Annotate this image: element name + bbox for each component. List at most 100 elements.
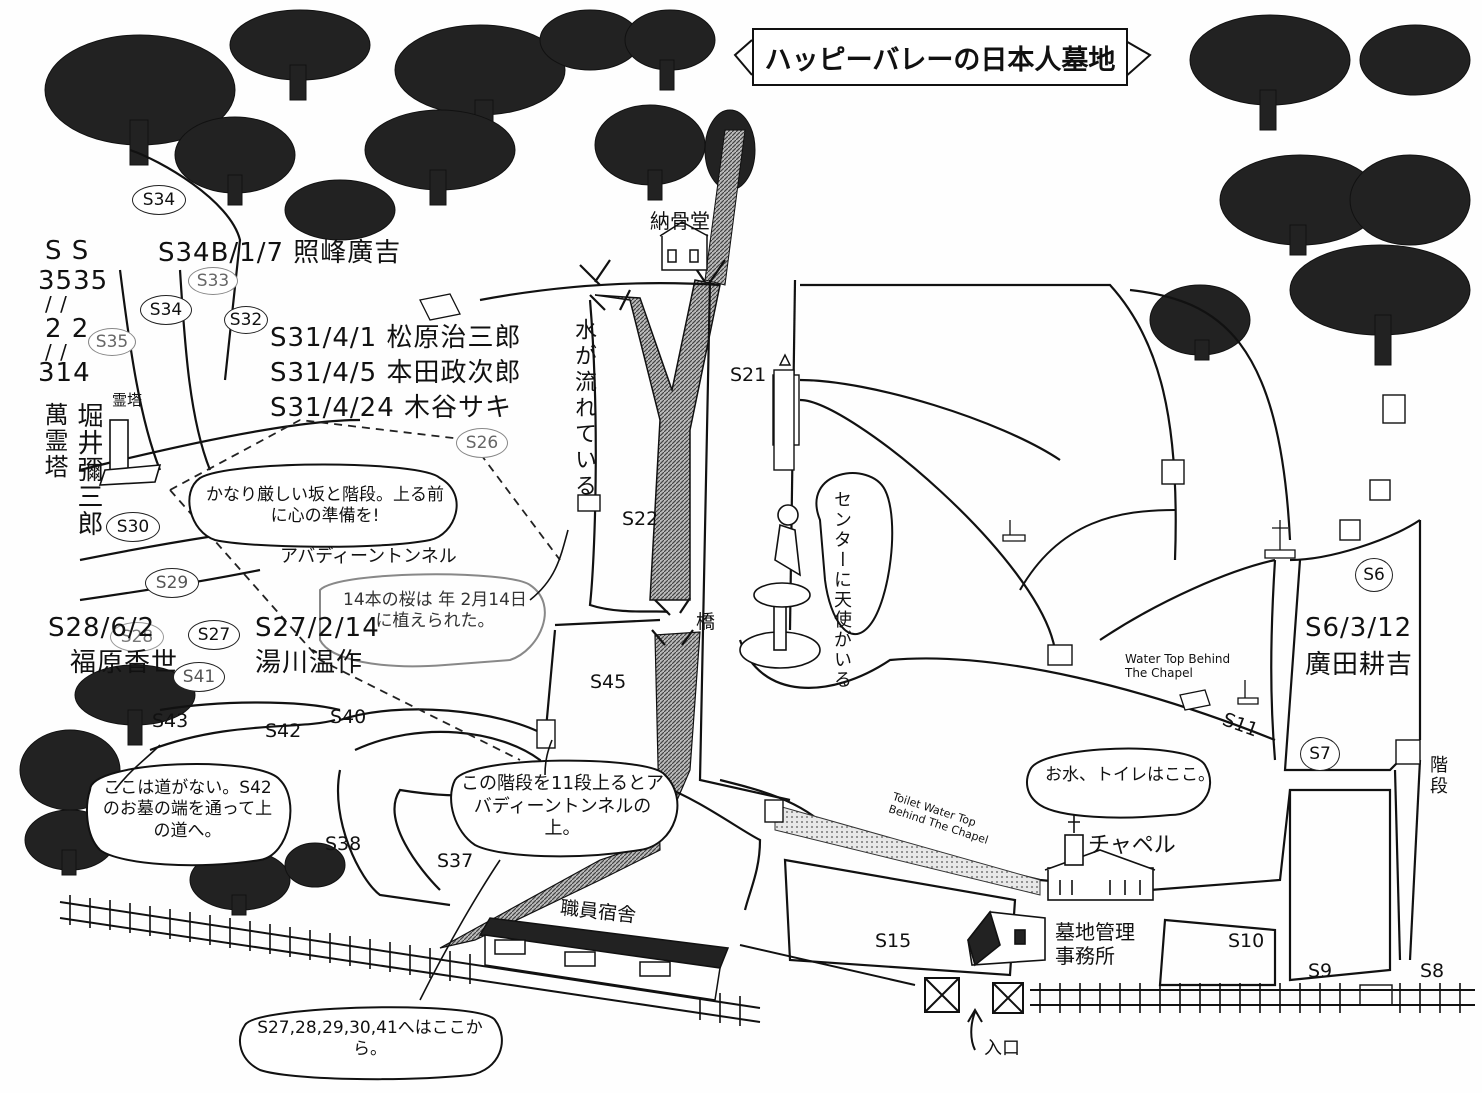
tree-icon <box>624 9 716 91</box>
bubble-sakura <box>319 573 546 668</box>
s27-date: S27/2/14 <box>255 613 380 643</box>
tree-icon <box>1349 154 1471 246</box>
entrance-label: 入口 <box>984 1038 1020 1059</box>
chapel-label: チャペル <box>1088 833 1176 858</box>
section-s37: S37 <box>437 850 474 872</box>
section-s43: S43 <box>152 710 189 732</box>
bubble-stairs11 <box>450 759 679 858</box>
section-s34: S34 <box>140 295 192 325</box>
section-s10: S10 <box>1228 930 1265 952</box>
hill-curve <box>1019 509 1176 591</box>
office-label-line1: 墓地管理 <box>1055 920 1135 944</box>
section-s40: S40 <box>330 706 367 728</box>
no-road-note: ここは道がない。S42のお墓の端を通って上の道へ。 <box>102 778 273 841</box>
pointer-arrows <box>114 529 569 1001</box>
bubble-steep <box>188 463 458 548</box>
roads <box>79 148 1422 987</box>
bridge-label: 橋 <box>696 611 716 633</box>
s6-name: 廣田耕吉 <box>1305 650 1414 680</box>
fence <box>59 901 1475 1023</box>
s28-date: S28/6/2 <box>48 613 156 643</box>
tree-icon <box>364 109 516 206</box>
section-s29: S29 <box>145 568 199 598</box>
s35-number: 3535 <box>38 266 109 296</box>
section-s35: S35 <box>88 328 136 356</box>
s35-day: 314 <box>38 358 91 388</box>
section-s38: S38 <box>325 833 362 855</box>
bubble-water <box>1026 747 1211 819</box>
tree-icon <box>229 9 371 101</box>
stream <box>594 279 721 601</box>
water-toilet-note: お水、トイレはここ。 <box>1045 765 1215 785</box>
tower <box>773 353 795 471</box>
section-s15: S15 <box>875 930 912 952</box>
section-s7: S7 <box>1300 737 1340 771</box>
kitani-entry: S31/4/24 木谷サキ <box>270 393 512 423</box>
s35-slash-1: / / <box>45 292 68 316</box>
section-s33: S33 <box>188 267 238 295</box>
trees <box>19 9 1471 916</box>
s6-date: S6/3/12 <box>1305 613 1413 643</box>
section-s9: S9 <box>1308 960 1333 982</box>
bubble-no-road <box>86 762 292 867</box>
stairs-label: 階段 <box>1427 755 1448 797</box>
section-s21: S21 <box>730 364 767 386</box>
speech-bubbles <box>86 463 1211 1081</box>
manrei-tower-label: 萬霊塔 <box>40 402 68 480</box>
section-s30: S30 <box>106 512 160 542</box>
columbarium-building <box>659 221 709 271</box>
stairs-11-note: この階段を11段上るとアバディーントンネルの上。 <box>461 773 664 839</box>
s35-slash-2: / / <box>45 340 68 364</box>
banner-ribbon <box>733 39 1152 79</box>
section-s6: S6 <box>1355 558 1393 592</box>
fence-posts <box>69 895 1461 1026</box>
matsubara-entry: S31/4/1 松原治三郎 <box>270 323 522 353</box>
aberdeen-tunnel-label: アバディーントンネル <box>280 546 457 567</box>
angel-statue <box>739 504 821 669</box>
s27-name: 湯川温作 <box>255 648 364 678</box>
tree-icon <box>1189 14 1351 131</box>
section-s32: S32 <box>224 306 268 334</box>
entrance-arrow-icon <box>967 1008 983 1051</box>
steep-slope-note: かなり厳しい坂と階段。上る前に心の準備を! <box>206 485 444 527</box>
section-s22: S22 <box>622 508 659 530</box>
tree-icon <box>284 179 396 241</box>
tree-icon <box>1219 154 1381 256</box>
section-s45: S45 <box>590 671 627 693</box>
grave-markers <box>419 293 1296 711</box>
from-here-note: S27,28,29,30,41へはここから。 <box>257 1018 483 1060</box>
section-s27: S27 <box>188 620 240 650</box>
tree-icon <box>1149 284 1251 361</box>
tree-icon <box>1359 24 1471 96</box>
tree-icon <box>284 842 346 888</box>
section-s34-top: S34 <box>132 185 186 215</box>
map-title: ハッピーバレーの日本人墓地 <box>752 28 1128 86</box>
chapel-building <box>1044 815 1156 901</box>
stream-upper <box>704 129 746 286</box>
terumine-entry: S34B/1/7 照峰廣吉 <box>158 238 402 268</box>
stream-label: 水が流れている <box>571 318 596 500</box>
angel-note: センターに天使がいる <box>831 490 852 690</box>
tree-icon <box>174 116 296 206</box>
office-label-line2: 事務所 <box>1055 944 1115 968</box>
bubble-from-here <box>239 1006 503 1081</box>
tree-icon <box>1289 244 1471 366</box>
sakura-note: 14本の桜は 年 2月14日に植えられた。 <box>343 590 527 632</box>
aberdeen-tunnel-line <box>169 419 561 761</box>
staff-quarters-building <box>478 917 730 1001</box>
tree-icon <box>44 34 236 166</box>
entrance-gates <box>924 977 1024 1014</box>
stream-lower <box>439 631 701 949</box>
section-s41: S41 <box>173 662 225 692</box>
memorial-tower <box>98 419 162 486</box>
tree-icon <box>594 104 706 201</box>
columbarium-label: 納骨堂 <box>650 209 710 233</box>
honda-entry: S31/4/5 本田政次郎 <box>270 358 522 388</box>
water-top-chapel-label: Water Top Behind The Chapel <box>1125 652 1231 681</box>
section-s8: S8 <box>1420 960 1445 982</box>
office-building <box>967 910 1046 967</box>
s35-month: 2 2 <box>45 314 90 344</box>
s35-header: S S <box>45 236 90 266</box>
